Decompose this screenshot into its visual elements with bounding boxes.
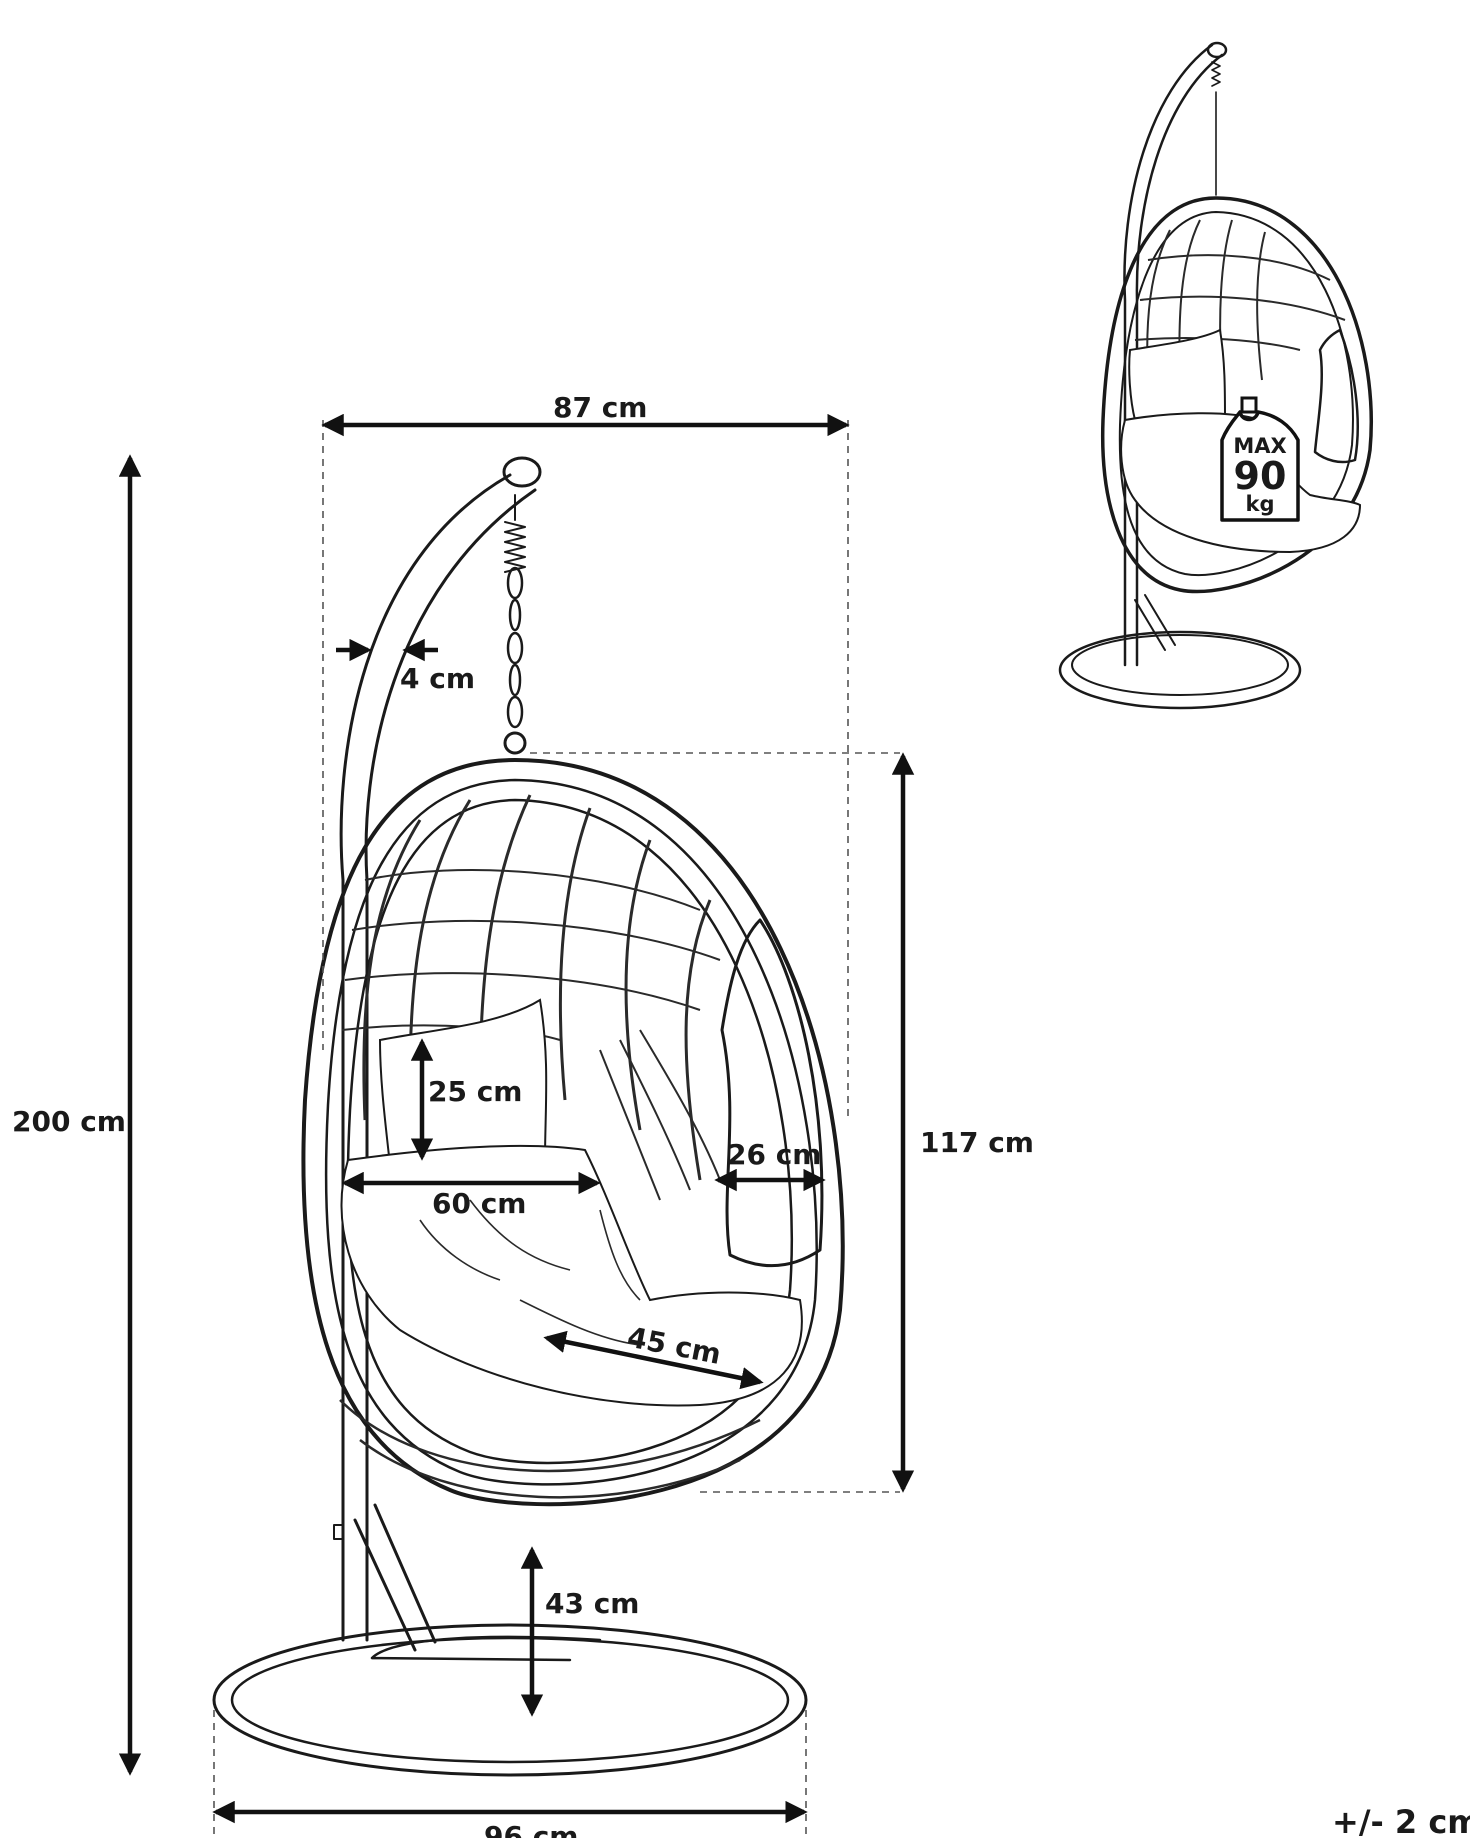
label-ground-clearance: 43 cm	[545, 1587, 640, 1620]
weight-tag-value: 90	[1234, 454, 1287, 498]
dim-pillow-height: 25 cm	[410, 1038, 523, 1161]
dim-basket-height: 117 cm	[891, 752, 1034, 1493]
dim-base-diameter: 96 cm	[212, 1800, 808, 1838]
weight-limit-tag: MAX 90 kg	[1220, 396, 1300, 522]
preview-chair-drawing	[1058, 41, 1373, 710]
weight-tag-unit: kg	[1246, 492, 1275, 516]
weight-tag-top: MAX	[1233, 434, 1286, 458]
label-seat-width: 60 cm	[432, 1187, 527, 1220]
main-chair-drawing	[212, 456, 845, 1777]
label-pillow-height: 25 cm	[428, 1075, 523, 1108]
tolerance-note: +/- 2 cm	[1332, 1803, 1470, 1838]
label-total-height: 200 cm	[12, 1105, 126, 1138]
dim-total-height: 200 cm	[12, 454, 142, 1776]
main-chain	[503, 494, 527, 755]
dim-side-opening: 26 cm	[714, 1138, 826, 1192]
label-frame-tube: 4 cm	[400, 662, 475, 695]
dim-total-width: 87 cm	[321, 391, 850, 437]
label-total-width: 87 cm	[553, 391, 648, 424]
dim-frame-tube: 4 cm	[336, 638, 475, 695]
label-base-diameter: 96 cm	[484, 1820, 579, 1838]
dimension-guides	[213, 420, 900, 1838]
dim-seat-width: 60 cm	[341, 1171, 601, 1220]
label-side-opening: 26 cm	[727, 1138, 822, 1171]
dim-ground-clearance: 43 cm	[520, 1546, 640, 1717]
label-basket-height: 117 cm	[920, 1126, 1034, 1159]
main-base-ring	[212, 1623, 808, 1777]
